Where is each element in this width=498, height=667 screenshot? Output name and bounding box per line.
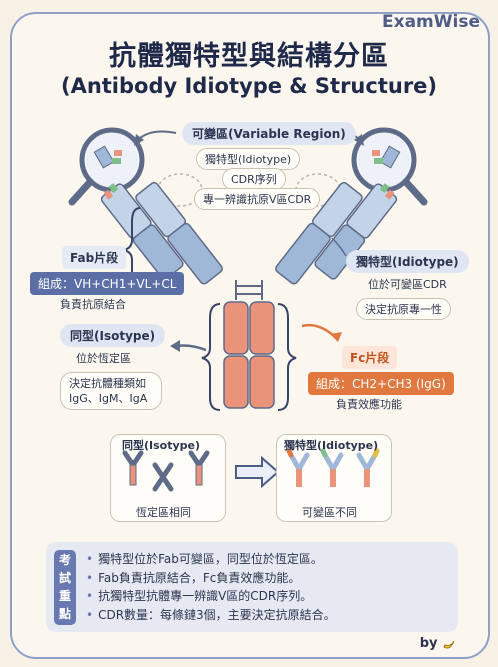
notes-tag-char: 試 (58, 571, 71, 585)
notes-tag-char: 點 (58, 607, 71, 621)
idiotype-antibodies-icon (286, 448, 380, 487)
idiotype-top-label: 獨特型(Idiotype) (196, 148, 301, 170)
byline-text: by (419, 636, 438, 651)
fc-composition: 組成：CH2+CH3 (IgG) (308, 372, 454, 395)
fab-heading: Fab片段 (62, 246, 127, 269)
note-item: 抗獨特型抗體專一辨識V區的CDR序列。 (86, 587, 336, 606)
exam-notes-list: 獨特型位於Fab可變區，同型位於恆定區。 Fab負責抗原結合，Fc負責效應功能。… (86, 550, 336, 624)
cdr-label: CDR序列 (222, 168, 286, 190)
isotype-antibodies-icon (122, 450, 210, 492)
variable-region-label: 可變區(Variable Region) (182, 122, 356, 145)
isotype-role: 決定抗體種類如 IgG、IgM、IgA (60, 372, 162, 410)
isotype-heading: 同型(Isotype) (60, 324, 166, 347)
notes-tag-char: 考 (58, 553, 71, 567)
fc-heading: Fc片段 (342, 346, 398, 369)
isotype-role-line2: IgG、IgM、IgA (69, 392, 148, 405)
note-item: 獨特型位於Fab可變區，同型位於恆定區。 (86, 550, 336, 569)
notes-tag-char: 重 (58, 589, 71, 603)
exam-notes-tag: 考 試 重 點 (54, 550, 76, 625)
idiotype-right-location: 位於可變區CDR (368, 278, 447, 291)
compare-left-title: 同型(Isotype) (122, 439, 201, 452)
isotype-location: 位於恆定區 (76, 352, 131, 365)
exam-notes-panel: 考 試 重 點 獨特型位於Fab可變區，同型位於恆定區。 Fab負責抗原結合，F… (46, 542, 458, 632)
idiotype-right-role: 決定抗原專一性 (356, 298, 451, 320)
compare-left-caption: 恆定區相同 (136, 506, 191, 519)
note-item: Fab負責抗原結合，Fc負責效應功能。 (86, 569, 336, 588)
fc-role: 負責效應功能 (336, 398, 402, 411)
fab-role: 負責抗原結合 (60, 298, 126, 311)
page-subtitle: (Antibody Idiotype & Structure) (60, 74, 438, 98)
isotype-role-line1: 決定抗體種類如 (69, 377, 146, 390)
brand-logo: ExamWise (382, 12, 480, 32)
banana-icon (443, 640, 455, 649)
fab-composition: 組成：VH+CH1+VL+CL (30, 272, 185, 295)
compare-right-caption: 可變區不同 (302, 506, 357, 519)
byline: by (420, 636, 456, 651)
specific-recognition-label: 專一辨識抗原V區CDR (194, 188, 321, 210)
compare-right-title: 獨特型(Idiotype) (284, 439, 379, 452)
isotype-compare-box (110, 434, 226, 522)
idiotype-compare-box (276, 434, 392, 522)
note-item: CDR數量：每條鏈3個，主要決定抗原結合。 (86, 606, 336, 625)
page-title: 抗體獨特型與結構分區 (109, 41, 389, 72)
idiotype-right-heading: 獨特型(Idiotype) (346, 250, 469, 273)
